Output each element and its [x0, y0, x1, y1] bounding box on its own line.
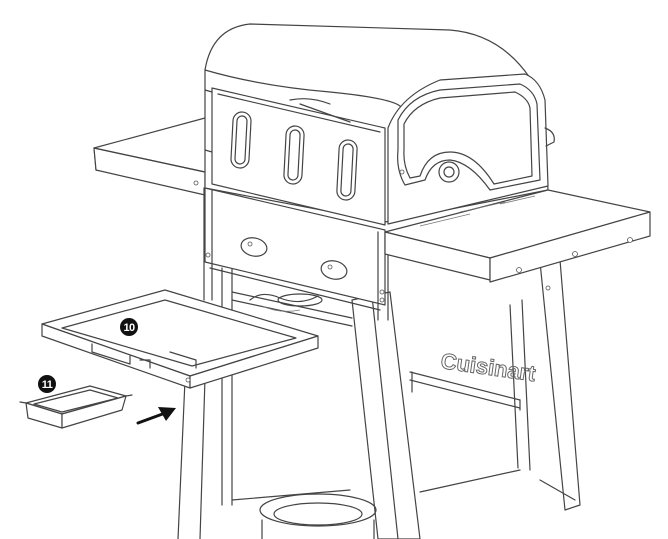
grease-cup: 11: [19, 375, 133, 429]
insertion-arrow: [136, 407, 176, 425]
callout-label-11: 11: [42, 379, 53, 391]
brand-mark: Cuisinart: [439, 348, 538, 386]
left-side-shelf: [93, 117, 211, 196]
callout-badge-10: [120, 318, 138, 336]
burner-pipes: [249, 293, 323, 312]
drip-tray: 10: [41, 289, 319, 389]
callout-label-10: 10: [123, 322, 135, 334]
right-side-shelf: [384, 189, 651, 291]
firebox: [203, 187, 389, 321]
grill-lid: [204, 23, 555, 226]
callout-badge-11: [38, 375, 56, 393]
